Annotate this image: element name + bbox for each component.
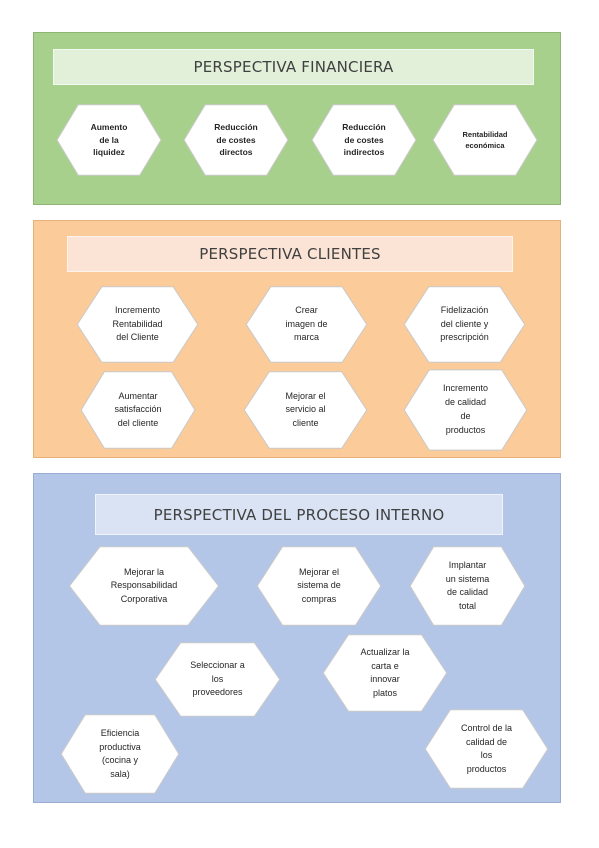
- internal-process-perspective-panel: PERSPECTIVA DEL PROCESO INTERNO Mejorar …: [33, 473, 561, 803]
- hex-label: Aumentar satisfacción del cliente: [114, 390, 162, 428]
- hex-label: Incremento Rentabilidad del Cliente: [112, 305, 163, 343]
- hex-financial-liquidity: Aumento de la liquidez: [56, 104, 162, 176]
- hex-clients-product-quality: Incremento de calidad de productos: [403, 369, 528, 451]
- hex-internal-responsibility: Mejorar la Responsabilidad Corporativa: [68, 546, 220, 626]
- hex-label: Mejorar el sistema de compras: [297, 566, 341, 604]
- hex-label: Mejorar el servicio al cliente: [285, 390, 326, 428]
- hex-internal-product-control: Control de la calidad de los productos: [424, 709, 549, 789]
- hex-label: Eficiencia productiva (cocina y sala): [99, 728, 141, 779]
- hex-clients-service: Mejorar el servicio al cliente: [243, 371, 368, 449]
- internal-process-perspective-title: PERSPECTIVA DEL PROCESO INTERNO: [95, 494, 503, 535]
- hex-label: Incremento de calidad de productos: [442, 383, 489, 435]
- hex-label: Reducción de costes indirectos: [342, 121, 386, 158]
- hex-clients-loyalty: Fidelización del cliente y prescripción: [403, 286, 526, 363]
- hex-label: Control de la calidad de los productos: [460, 723, 513, 774]
- hex-internal-efficiency: Eficiencia productiva (cocina y sala): [60, 714, 180, 794]
- hex-label: Crear imagen de marca: [285, 305, 328, 343]
- hex-label: Actualizar la carta e innovar platos: [360, 647, 410, 698]
- hex-label: Seleccionar a los proveedores: [190, 660, 245, 698]
- hex-financial-direct-costs: Reducción de costes directos: [183, 104, 289, 176]
- hex-financial-profitability: Rentabilidad económica: [432, 104, 538, 176]
- clients-perspective-panel: PERSPECTIVA CLIENTES Incremento Rentabil…: [33, 220, 561, 458]
- hex-label: Fidelización del cliente y prescripción: [440, 305, 489, 343]
- hex-label: Aumento de la liquidez: [90, 121, 128, 158]
- hex-internal-menu: Actualizar la carta e innovar platos: [322, 634, 448, 712]
- financial-perspective-title: PERSPECTIVA FINANCIERA: [53, 49, 534, 85]
- hex-internal-purchasing: Mejorar el sistema de compras: [256, 546, 382, 626]
- clients-perspective-title: PERSPECTIVA CLIENTES: [67, 236, 513, 272]
- hex-label: Reducción de costes directos: [214, 121, 258, 158]
- hex-internal-total-quality: Implantar un sistema de calidad total: [409, 546, 526, 626]
- hex-internal-suppliers: Seleccionar a los proveedores: [154, 642, 281, 717]
- hex-label: Mejorar la Responsabilidad Corporativa: [110, 566, 178, 604]
- hex-clients-profitability: Incremento Rentabilidad del Cliente: [76, 286, 199, 363]
- hex-clients-satisfaction: Aumentar satisfacción del cliente: [80, 371, 196, 449]
- hex-financial-indirect-costs: Reducción de costes indirectos: [311, 104, 417, 176]
- financial-perspective-panel: PERSPECTIVA FINANCIERA Aumento de la liq…: [33, 32, 561, 205]
- hex-label: Implantar un sistema de calidad total: [445, 560, 490, 611]
- hex-clients-brand-image: Crear imagen de marca: [245, 286, 368, 363]
- hex-label: Rentabilidad económica: [462, 129, 508, 150]
